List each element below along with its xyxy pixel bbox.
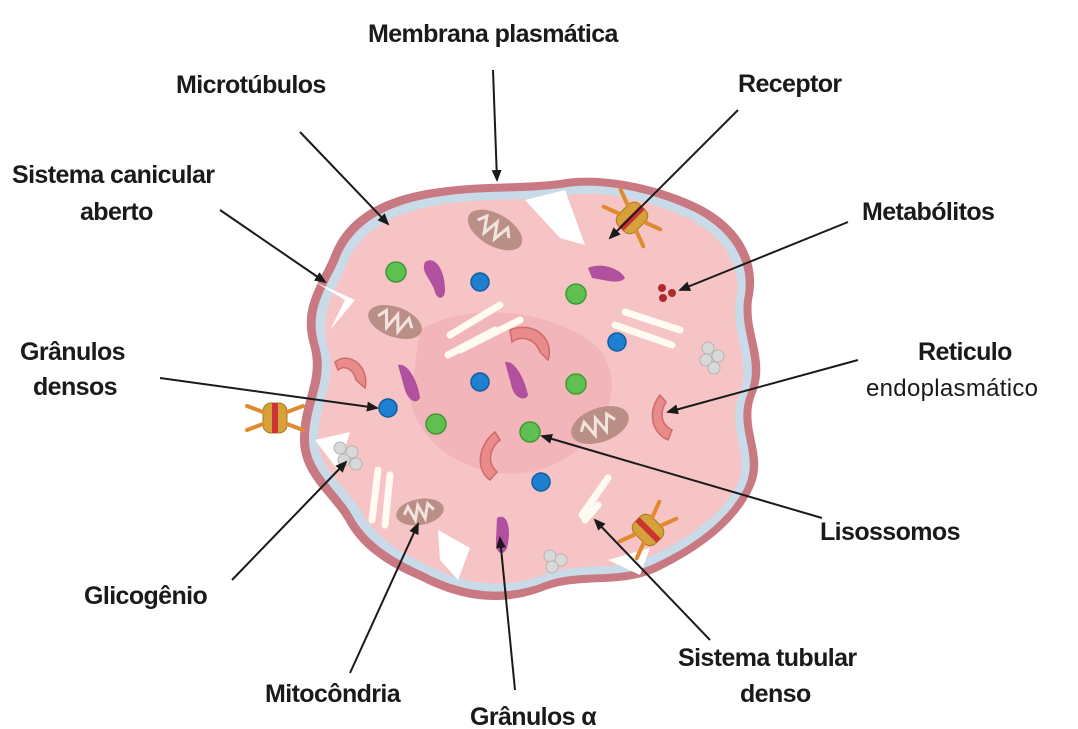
- label-sistema-canicular-line1: Sistema canicular: [12, 161, 215, 189]
- label-glicogenio: Glicogênio: [84, 582, 208, 610]
- label-granulos-densos-line1: Grânulos: [20, 338, 125, 366]
- label-sistema-tubular-line1: Sistema tubular: [678, 644, 857, 672]
- arrow-membrana: [493, 70, 497, 180]
- label-microtubulos: Microtúbulos: [176, 71, 326, 99]
- label-metabolitos: Metabólitos: [862, 198, 994, 226]
- arrow-sistema-canicular: [220, 210, 325, 282]
- label-granulos-densos-line2: densos: [33, 373, 117, 401]
- label-reticulo-line2: endoplasmático: [866, 375, 1038, 402]
- label-lisossomos: Lisossomos: [820, 518, 960, 546]
- label-sistema-canicular-line2: aberto: [80, 198, 153, 226]
- label-membrana-plasmatica: Membrana plasmática: [368, 20, 620, 48]
- label-mitocondria: Mitocôndria: [265, 680, 402, 708]
- label-reticulo-line1: Reticulo: [918, 338, 1012, 366]
- label-sistema-tubular-line2: denso: [740, 680, 811, 708]
- arrow-glicogenio: [232, 462, 346, 580]
- arrow-microtubulos: [300, 132, 388, 224]
- label-granulos-alpha: Grânulos α: [470, 703, 597, 729]
- label-receptor: Receptor: [738, 70, 842, 98]
- platelet-cell: [300, 178, 760, 600]
